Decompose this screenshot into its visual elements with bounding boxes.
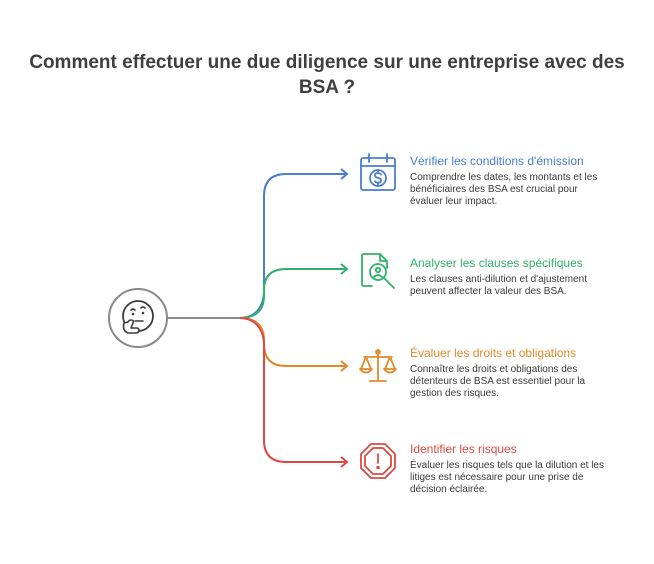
branch-item-4: Identifier les risques Évaluer les risqu…: [410, 441, 610, 496]
connector-branch-4: [239, 317, 346, 463]
calendar-dollar-icon: [360, 153, 396, 191]
connector-branch-3: [239, 317, 346, 367]
branch-heading-2: Analyser les clauses spécifiques: [410, 256, 583, 270]
balance-scale-icon: [359, 349, 397, 382]
arrowhead-4: [340, 456, 349, 468]
arrowhead-3: [340, 360, 349, 372]
connector-branch-2: [239, 268, 346, 319]
arrowhead-1: [340, 168, 349, 180]
connector-branch-1: [239, 173, 346, 319]
thinking-face-icon: [108, 288, 168, 348]
warning-octagon-icon: [360, 443, 396, 479]
branch-heading-1: Vérifier les conditions d'émission: [410, 154, 584, 168]
branch-heading-4: Identifier les risques: [410, 442, 517, 456]
page-title: Comment effectuer une due diligence sur …: [29, 52, 625, 98]
branch-description-3: Connaître les droits et obligations des …: [410, 364, 586, 399]
branch-description-2: Les clauses anti-dilution et d'ajustemen…: [410, 274, 588, 297]
arrowhead-2: [340, 263, 349, 275]
branch-item-3: Évaluer les droits et obligations Connaî…: [410, 345, 610, 400]
branch-heading-3: Évaluer les droits et obligations: [410, 346, 577, 360]
branch-item-2: Analyser les clauses spécifiques Les cla…: [410, 255, 610, 298]
branch-description-1: Comprendre les dates, les montants et le…: [410, 172, 598, 207]
branch-description-4: Évaluer les risques tels que la dilution…: [410, 460, 604, 495]
document-search-icon: [361, 253, 395, 289]
branch-item-1: Vérifier les conditions d'émission Compr…: [410, 153, 610, 208]
